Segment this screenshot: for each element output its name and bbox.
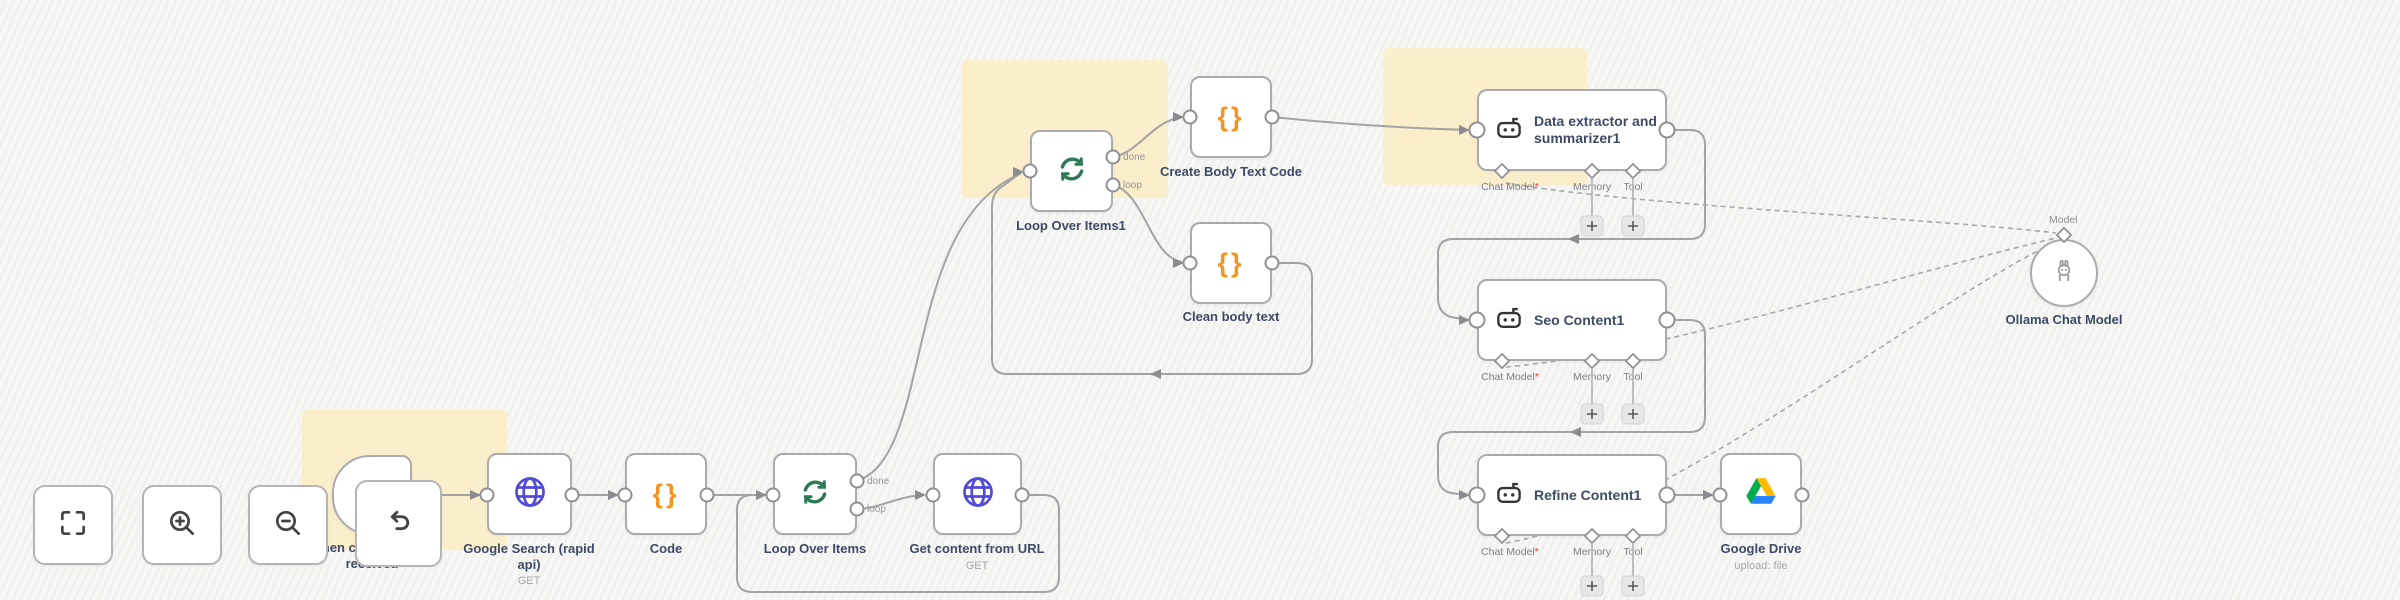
port-label-tool: Tool [1623, 371, 1643, 383]
node-clean-body[interactable]: {} [1190, 222, 1272, 304]
curly-braces-icon: {} [652, 478, 680, 509]
node-loop-over-items1[interactable] [1030, 130, 1113, 212]
output-label: done [1123, 152, 1146, 163]
output-label: done [867, 476, 890, 487]
llama-icon [2049, 256, 2079, 291]
node-code[interactable]: {} [625, 453, 707, 535]
node-label: Ollama Chat Model [2005, 312, 2123, 327]
node-ollama-chat-model[interactable] [2030, 239, 2098, 307]
output-label: loop [867, 504, 886, 515]
node-label: Create Body Text Code [1159, 164, 1303, 179]
node-refine-content[interactable]: Refine Content1 [1477, 454, 1667, 536]
node-title: Refine Content1 [1534, 486, 1642, 503]
robot-icon [1494, 303, 1524, 338]
node-label-wrap: Get content from URL GET [897, 541, 1057, 573]
node-subtitle: GET [965, 559, 989, 572]
add-tool-button[interactable] [1621, 575, 1645, 597]
loop-arrows-icon [1054, 151, 1090, 192]
add-memory-button[interactable] [1580, 403, 1604, 425]
node-label-wrap: Google Drive upload: file [1681, 541, 1841, 573]
node-data-extractor[interactable]: Data extractor and summarizer1 [1477, 89, 1667, 171]
node-label: Code [649, 541, 683, 556]
port-label-chat-model: Chat Model* [1481, 181, 1539, 193]
node-google-search[interactable] [487, 453, 572, 535]
node-label: Loop Over Items [763, 541, 867, 556]
zoom-out-icon [272, 507, 304, 544]
loop-arrows-icon [797, 474, 833, 515]
node-label: Google Search (rapid api) [463, 541, 595, 572]
node-title: Data extractor and summarizer1 [1534, 113, 1657, 146]
port-label-tool: Tool [1623, 546, 1643, 558]
node-subtitle: GET [517, 575, 541, 588]
globe-icon [512, 474, 548, 515]
node-label: Clean body text [1182, 309, 1280, 324]
port-label-chat-model: Chat Model* [1481, 371, 1539, 383]
globe-icon [960, 474, 996, 515]
fit-view-button[interactable] [33, 485, 113, 565]
node-seo-content[interactable]: Seo Content1 [1477, 279, 1667, 361]
curly-braces-icon: {} [1217, 247, 1245, 278]
node-create-body[interactable]: {} [1190, 76, 1272, 158]
zoom-in-button[interactable] [142, 485, 222, 565]
robot-icon [1494, 478, 1524, 513]
curly-braces-icon: {} [1217, 101, 1245, 132]
node-subtitle: upload: file [1734, 559, 1788, 572]
robot-icon [1494, 113, 1524, 148]
node-label: Loop Over Items1 [1016, 218, 1126, 233]
output-label: loop [1123, 180, 1142, 191]
node-label-wrap: Google Search (rapid api) GET [454, 541, 604, 588]
add-tool-button[interactable] [1621, 215, 1645, 237]
undo-button[interactable] [355, 480, 442, 567]
port-label-chat-model: Chat Model* [1481, 546, 1539, 558]
undo-icon [382, 504, 416, 543]
zoom-in-icon [166, 507, 198, 544]
zoom-out-button[interactable] [248, 485, 328, 565]
node-label: Get content from URL [909, 541, 1045, 556]
node-get-content[interactable] [933, 453, 1022, 535]
google-drive-icon [1742, 473, 1780, 516]
port-label-model: Model [2049, 214, 2078, 226]
add-memory-button[interactable] [1580, 215, 1604, 237]
add-memory-button[interactable] [1580, 575, 1604, 597]
add-tool-button[interactable] [1621, 403, 1645, 425]
node-title: Seo Content1 [1534, 311, 1625, 328]
node-label: Google Drive [1720, 541, 1802, 556]
port-label-tool: Tool [1623, 181, 1643, 193]
node-google-drive[interactable] [1720, 453, 1802, 535]
fit-view-icon [57, 507, 89, 544]
node-loop-over-items[interactable] [773, 453, 857, 535]
